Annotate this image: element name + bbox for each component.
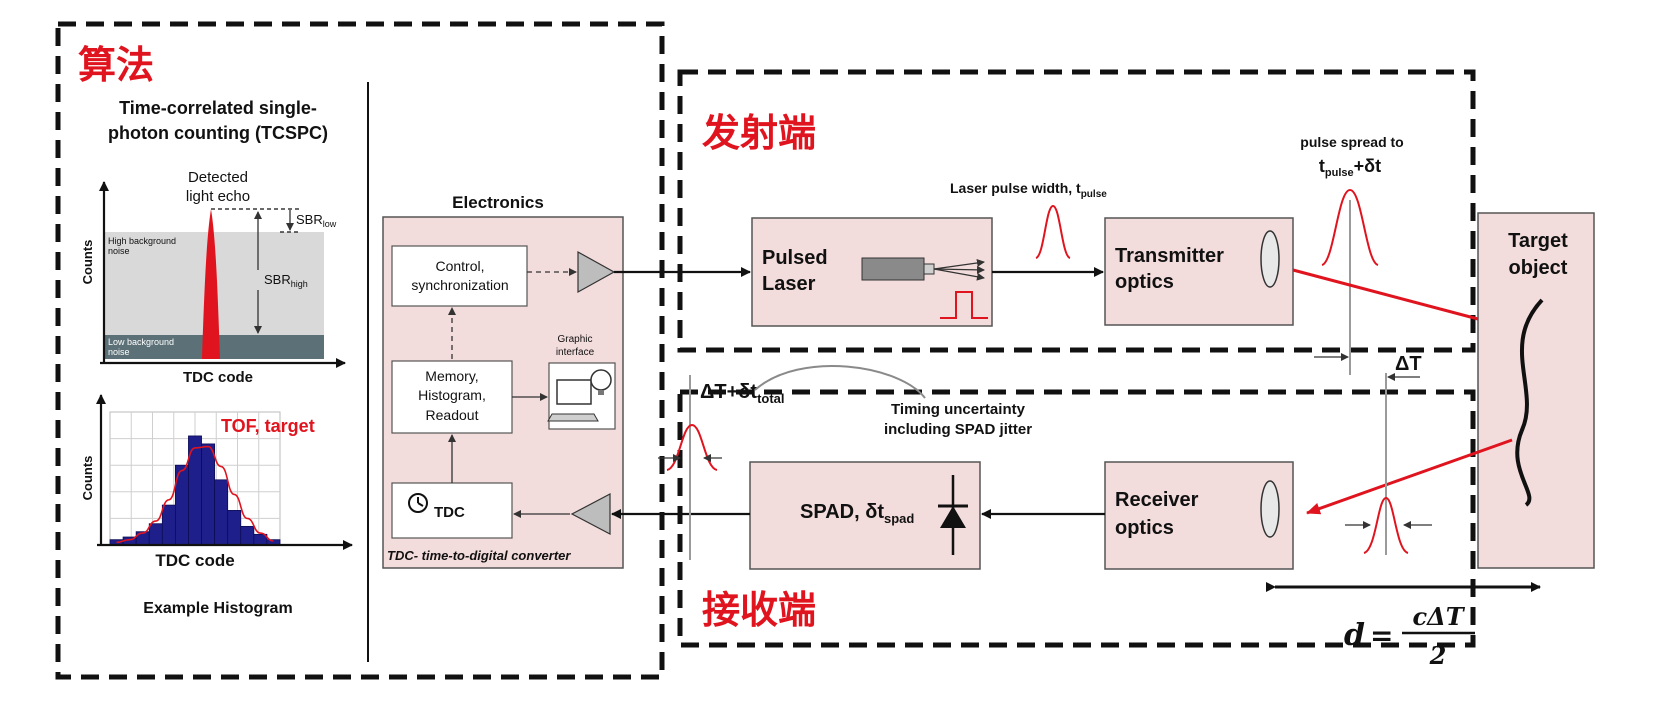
uncertainty-label-2: including SPAD jitter [884, 421, 1032, 438]
tof-target-label: TOF, target [221, 416, 315, 436]
echo-label-line2: light echo [186, 188, 250, 205]
tcspc-title-line1: Time-correlated single- [119, 98, 317, 118]
high-noise-label-1: High background [108, 236, 176, 246]
histogram-y-label: Counts [80, 456, 95, 501]
receiver-frame [677, 389, 1476, 648]
transmit-beam [1292, 268, 1513, 331]
return-beam [1306, 438, 1513, 515]
tcspc-plot [99, 181, 346, 368]
pulse-spread-label-2: tpulse+δt [1319, 156, 1381, 179]
uncertainty-label-1: Timing uncertainty [891, 401, 1026, 418]
spad-label: SPAD, δtspad [800, 501, 914, 526]
total-delay-label: ΔT+δttotal [700, 381, 785, 406]
memory-label-2: Histogram, [418, 387, 486, 403]
receiver-optics-label-1: Receiver [1115, 489, 1199, 511]
graphic-label-2: interface [556, 347, 595, 358]
light-echo-peak [202, 209, 220, 359]
histogram-bar [240, 525, 255, 546]
spad-box [749, 461, 981, 570]
algorithm-section-title: 算法 [78, 43, 154, 87]
histogram-bar [227, 510, 242, 546]
laser-device-icon [861, 257, 985, 281]
pulse-width-label: Laser pulse width, tpulse [950, 180, 1107, 200]
graphic-label-1: Graphic [557, 334, 592, 345]
timing-pulse-shape [666, 423, 718, 471]
transmitter-lens-icon [1260, 230, 1280, 288]
sbr-low-label: SBRlow [296, 212, 337, 229]
algorithm-frame [55, 21, 665, 680]
memory-histogram-box [391, 360, 513, 434]
tcspc-title-line2: photon counting (TCSPC) [108, 123, 328, 143]
computer-icon [547, 362, 616, 430]
receiver-lens-icon [1260, 480, 1280, 538]
high-noise-label-2: noise [108, 246, 130, 256]
target-label-1: Target [1508, 230, 1568, 252]
sbr-high-label: SBRhigh [264, 272, 308, 289]
tcspc-y-label: Counts [80, 240, 95, 285]
receiver-optics-label-2: optics [1115, 517, 1174, 539]
received-pulse-shape [1363, 496, 1409, 554]
histogram-x-label: TDC code [155, 551, 234, 570]
echo-label-line1: Detected [188, 169, 248, 186]
pulse-spread-label-1: pulse spread to [1300, 134, 1403, 150]
formula-lhs: d [1344, 618, 1365, 653]
uncertainty-leader-curve [754, 365, 926, 399]
memory-label-3: Readout [426, 407, 479, 423]
histogram-fit-curve [116, 445, 274, 544]
tdc-label: TDC [434, 504, 465, 521]
pulsed-laser-label-1: Pulsed [762, 247, 828, 269]
diode-icon [938, 475, 968, 555]
histogram-plot [96, 394, 353, 550]
transmitter-section-title: 发射端 [702, 111, 816, 155]
receiver-section-title: 接收端 [702, 588, 816, 632]
pulsed-laser-label-2: Laser [762, 273, 816, 295]
formula-numerator: cΔT [1412, 602, 1465, 631]
control-label-2: synchronization [411, 277, 508, 293]
transmitter-optics-label-2: optics [1115, 271, 1174, 293]
transmitter-optics-label-1: Transmitter [1115, 245, 1224, 267]
formula-eq: = [1370, 619, 1393, 652]
low-noise-label-1: Low background [108, 337, 174, 347]
spread-pulse-shape [1321, 188, 1379, 266]
input-amplifier [570, 493, 611, 535]
control-sync-box [391, 245, 528, 307]
target-surface-curve [1515, 298, 1544, 507]
low-noise-label-2: noise [108, 347, 130, 357]
histogram-caption: Example Histogram [143, 600, 292, 617]
delta-t-label: ΔT [1395, 353, 1422, 375]
target-object-box [1477, 212, 1595, 569]
clock-icon [408, 493, 428, 513]
control-label-1: Control, [435, 258, 484, 274]
transmitter-frame [677, 69, 1476, 353]
memory-label-1: Memory, [425, 368, 478, 384]
histogram-bar [201, 443, 216, 546]
target-label-2: object [1509, 257, 1568, 279]
tdc-caption: TDC- time-to-digital converter [387, 548, 571, 563]
output-amplifier [577, 250, 616, 294]
electronics-title: Electronics [452, 193, 544, 212]
formula-denominator: 2 [1429, 641, 1447, 670]
histogram-bar [214, 479, 229, 546]
histogram-bar [148, 523, 163, 546]
square-pulse-icon [940, 291, 988, 319]
range-formula: d = cΔT 2 [1344, 602, 1475, 670]
histogram-bar [161, 504, 176, 546]
tcspc-x-label: TDC code [183, 369, 253, 386]
laser-pulse-shape [1035, 204, 1071, 259]
